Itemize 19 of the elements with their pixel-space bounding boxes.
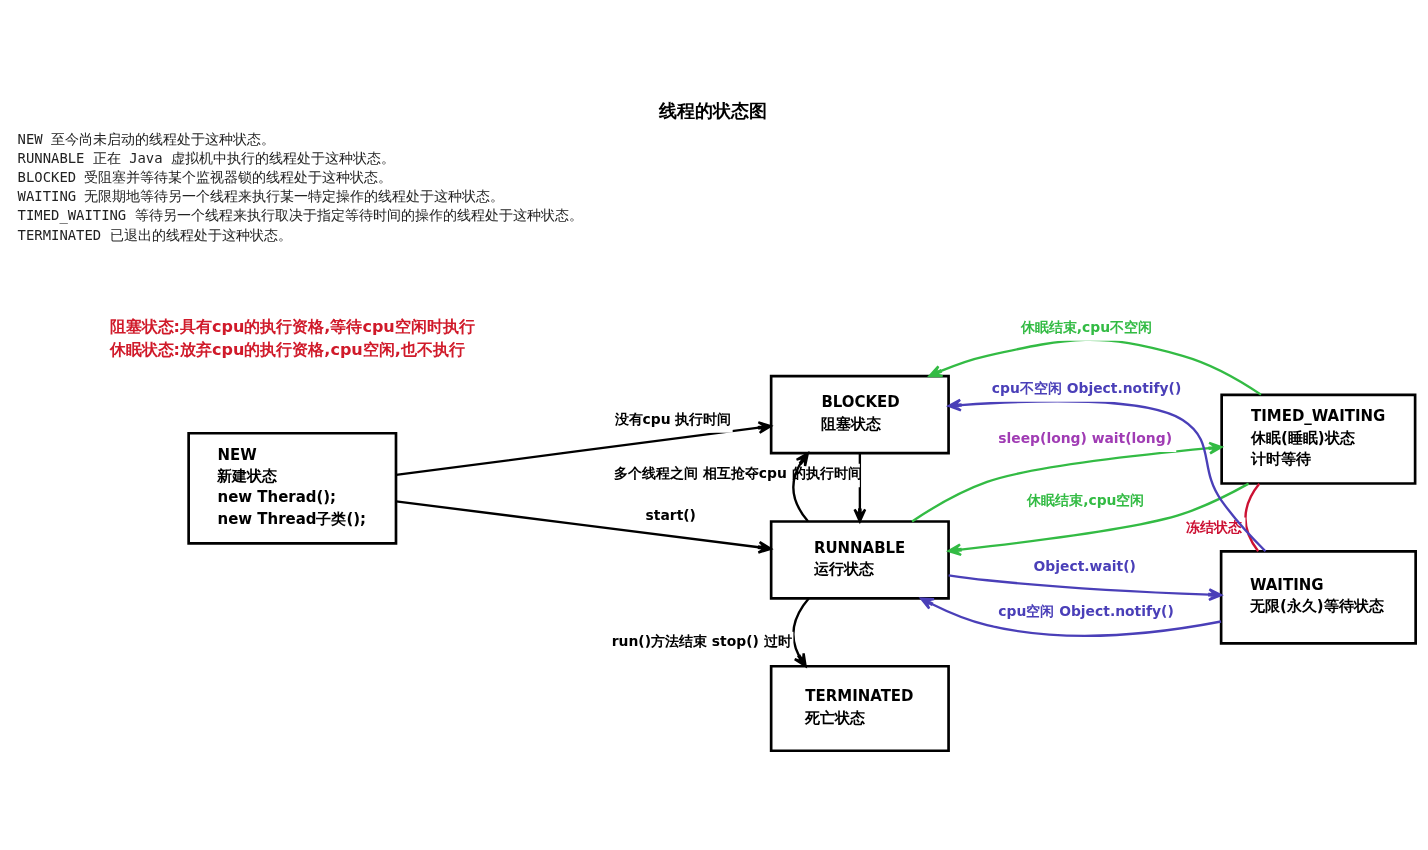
edge-label: 休眠结束,cpu不空闲 xyxy=(1020,318,1152,335)
label: NEW 至今尚未启动的线程处于这种状态。 xyxy=(17,130,275,147)
label: 阻塞状态:具有cpu的执行资格,等待cpu空闲时执行 xyxy=(109,317,475,337)
edge-label: Object.wait() xyxy=(1033,558,1136,575)
edge-label: cpu不空闲 Object.notify() xyxy=(991,379,1181,396)
edge-label: cpu空闲 Object.notify() xyxy=(997,602,1174,619)
label: TERMINATED 已退出的线程处于这种状态。 xyxy=(17,226,292,243)
label: 休眠状态:放弃cpu的执行资格,cpu空闲,也不执行 xyxy=(109,339,465,359)
diagram-title: 线程的状态图 xyxy=(658,100,767,122)
label: BLOCKED 受阻塞并等待某个监视器锁的线程处于这种状态。 xyxy=(17,169,392,185)
edge-label: 没有cpu 执行时间 xyxy=(614,410,731,427)
edge-label: 休眠结束,cpu空闲 xyxy=(1026,491,1144,508)
edge-label: run()方法结束 stop() 过时 xyxy=(611,633,792,650)
label: WAITING 无限期地等待另一个线程来执行某一特定操作的线程处于这种状态。 xyxy=(17,188,504,205)
label: TIMED_WAITING 等待另一个线程来执行取决于指定等待时间的操作的线程处于这种状态。 xyxy=(17,207,583,224)
label: RUNNABLE 正在 Java 虚拟机中执行的线程处于这种状态。 xyxy=(17,149,395,166)
edge-label: 冻结状态 xyxy=(1185,518,1242,535)
edge-label: sleep(long) wait(long) xyxy=(997,429,1172,446)
edge-label: start() xyxy=(645,506,696,523)
